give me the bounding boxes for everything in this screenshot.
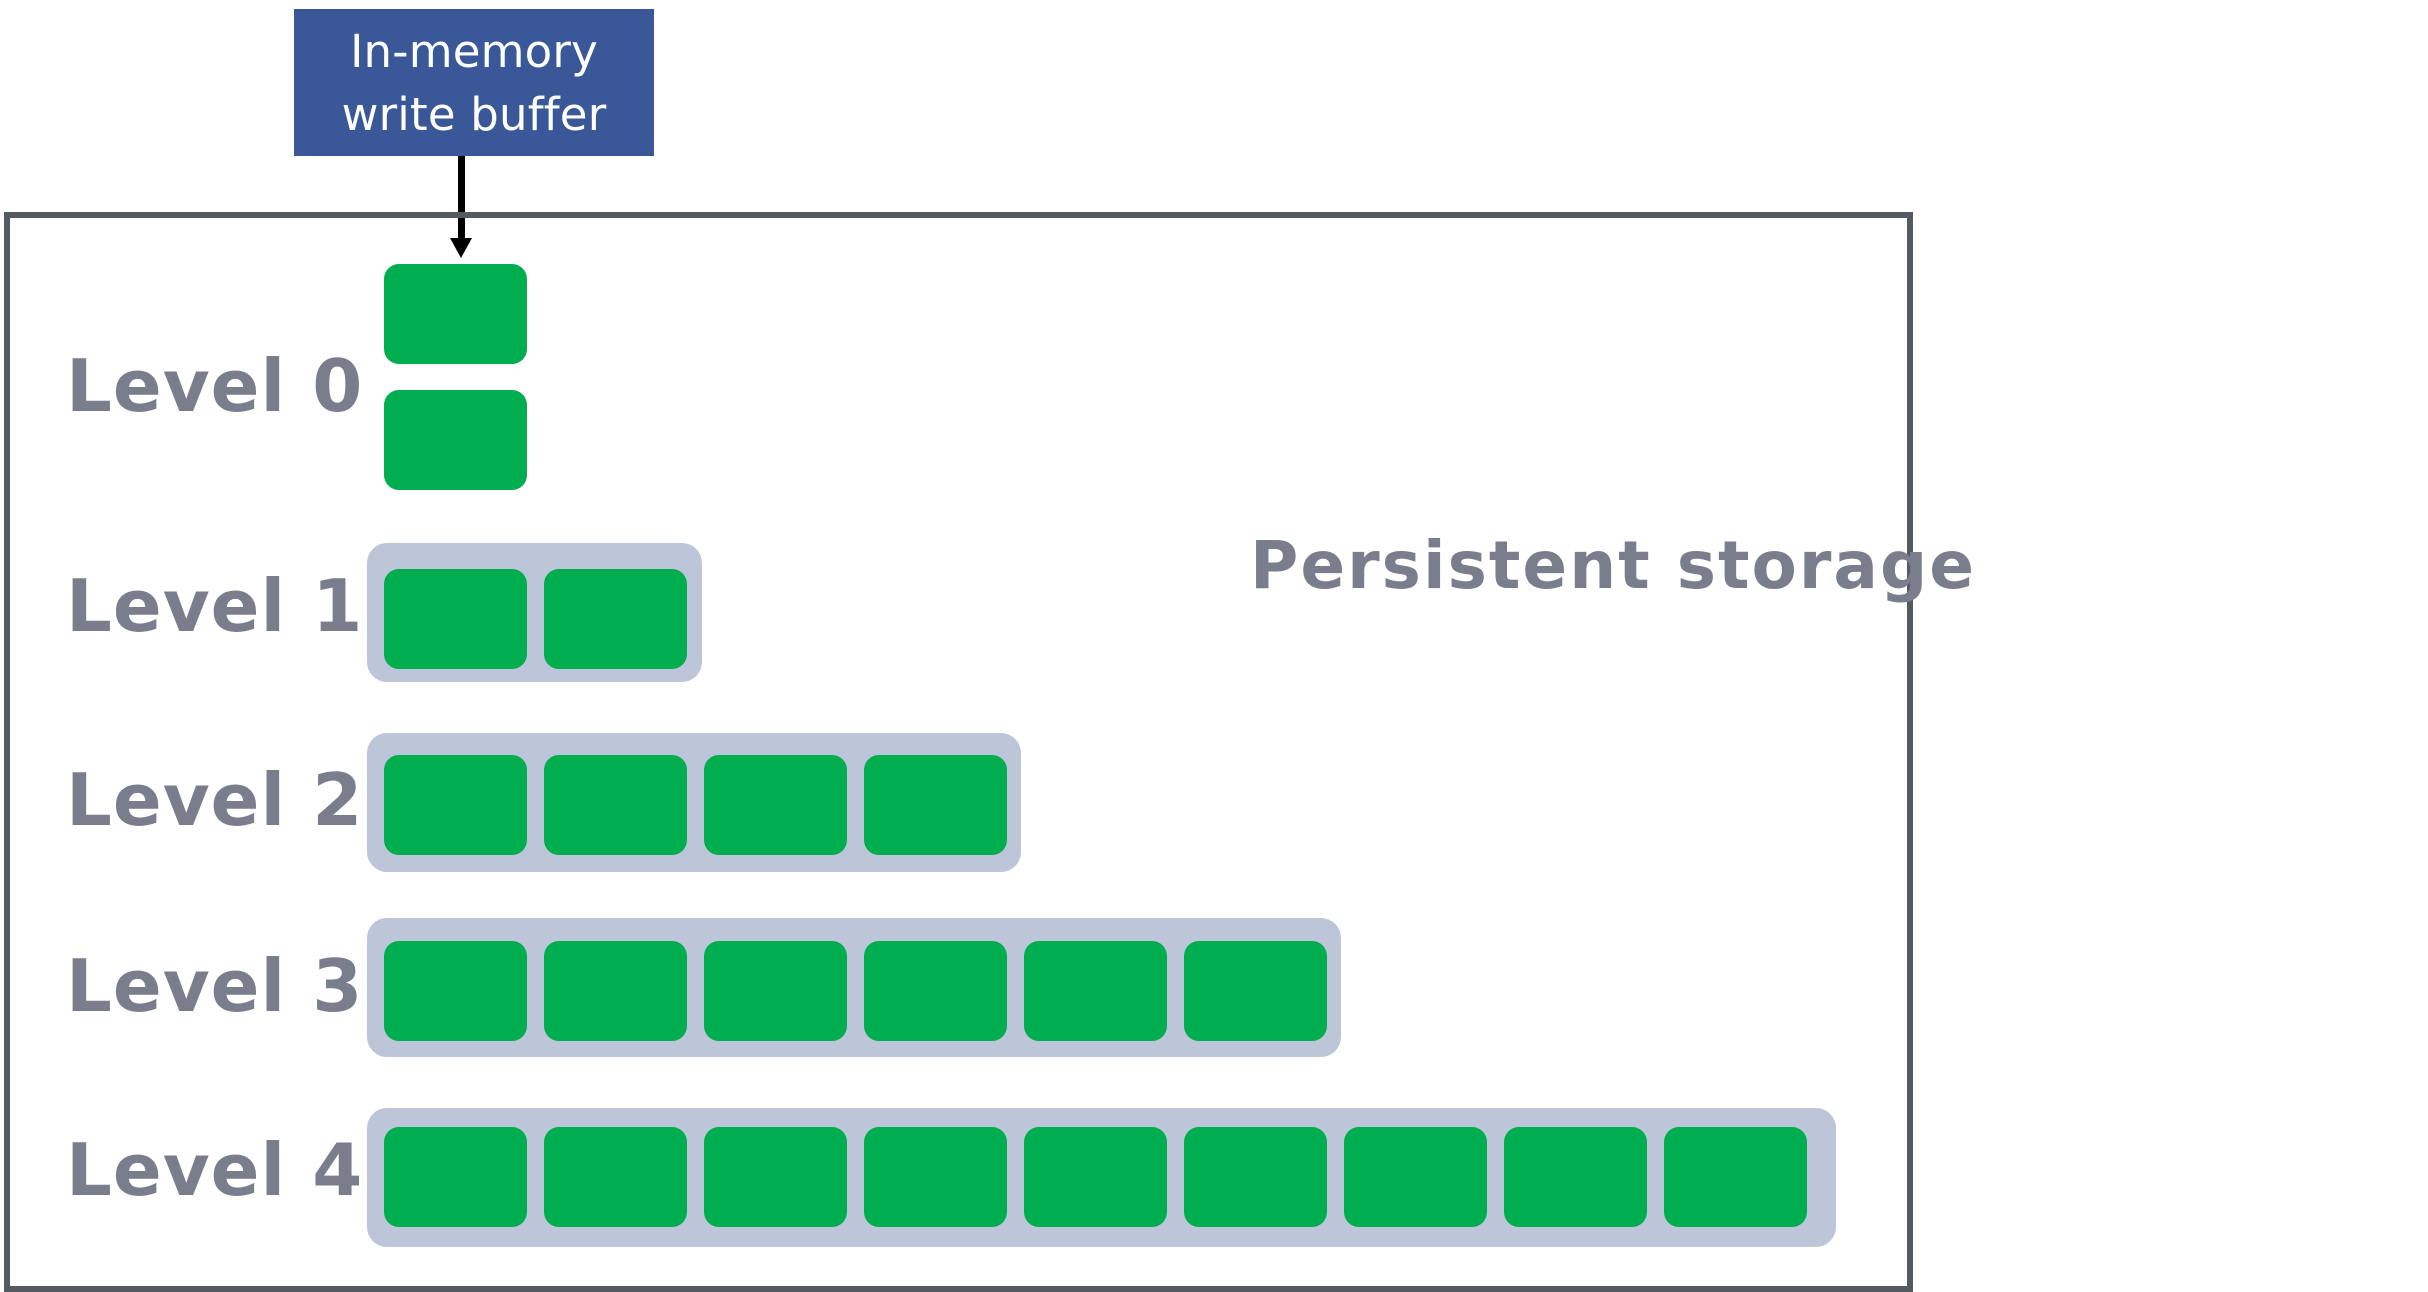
level-4-block <box>1344 1127 1487 1227</box>
write-buffer-label-line2: write buffer <box>341 87 607 141</box>
level-2-block <box>864 755 1007 855</box>
level-3-block <box>384 941 527 1041</box>
level-0-label: Level 0 <box>66 344 364 428</box>
level-4-block <box>1024 1127 1167 1227</box>
level-2-block <box>704 755 847 855</box>
level-3-block <box>1184 941 1327 1041</box>
level-3-block <box>1024 941 1167 1041</box>
level-3-block <box>544 941 687 1041</box>
level-1-block <box>384 569 527 669</box>
level-2-block <box>384 755 527 855</box>
level-2-block <box>544 755 687 855</box>
level-0-block <box>384 390 527 490</box>
level-4-label: Level 4 <box>66 1128 364 1212</box>
level-1-block <box>544 569 687 669</box>
level-3-tray <box>367 918 1341 1057</box>
level-4-block <box>1664 1127 1807 1227</box>
flush-arrow-head-icon <box>450 238 472 258</box>
level-4-block <box>384 1127 527 1227</box>
level-4-block <box>864 1127 1007 1227</box>
flush-arrow-line <box>458 156 465 242</box>
write-buffer-label-line1: In-memory <box>350 24 598 78</box>
persistent-storage-label: Persistent storage <box>1250 527 1976 604</box>
level-3-block <box>864 941 1007 1041</box>
level-4-block <box>704 1127 847 1227</box>
write-buffer-box: In-memory write buffer <box>294 9 654 156</box>
level-4-block <box>1184 1127 1327 1227</box>
level-2-label: Level 2 <box>66 758 364 842</box>
level-1-label: Level 1 <box>66 564 364 648</box>
level-4-block <box>544 1127 687 1227</box>
level-3-block <box>704 941 847 1041</box>
level-0-block <box>384 264 527 364</box>
level-3-label: Level 3 <box>66 944 364 1028</box>
level-4-block <box>1504 1127 1647 1227</box>
